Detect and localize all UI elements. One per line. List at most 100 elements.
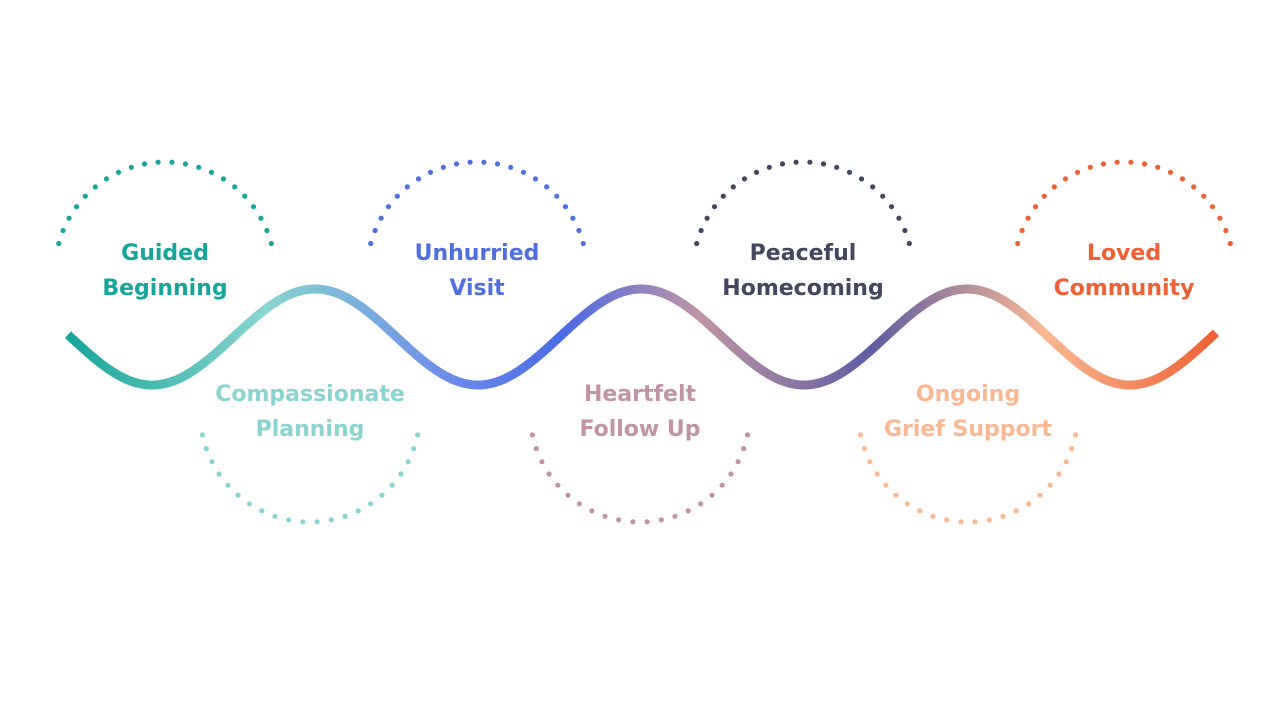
ring-dot bbox=[128, 164, 134, 170]
ring-dot bbox=[1179, 176, 1186, 182]
ring-dot bbox=[404, 184, 410, 190]
ring-dot bbox=[314, 519, 320, 525]
ring-dot bbox=[216, 471, 222, 477]
ring-dot bbox=[92, 184, 98, 190]
ring-dot bbox=[846, 169, 853, 175]
ring-dot bbox=[644, 519, 650, 525]
ring-dot bbox=[1026, 501, 1032, 507]
ring-unhurried-visit bbox=[368, 159, 586, 247]
ring-heartfelt-follow-up bbox=[529, 432, 751, 525]
label-line: Beginning bbox=[102, 276, 227, 301]
ring-dot bbox=[630, 519, 636, 525]
ring-dot bbox=[958, 519, 964, 525]
ring-dot bbox=[698, 227, 704, 234]
ring-dot bbox=[272, 513, 278, 519]
ring-dot bbox=[544, 184, 550, 190]
ring-dot bbox=[141, 161, 148, 167]
ring-dot bbox=[554, 193, 560, 199]
ring-dot bbox=[1074, 169, 1081, 175]
ring-dot bbox=[834, 164, 840, 170]
ring-dot bbox=[1100, 161, 1107, 167]
ring-dot bbox=[355, 508, 361, 514]
ring-dot bbox=[807, 159, 813, 165]
ring-dot bbox=[1217, 215, 1223, 221]
ring-dot bbox=[704, 215, 710, 221]
ring-dot bbox=[741, 446, 747, 452]
ring-dot bbox=[1015, 240, 1021, 247]
ring-dot bbox=[415, 176, 422, 182]
ring-dot bbox=[398, 471, 404, 477]
ring-dot bbox=[1073, 432, 1079, 438]
ring-dot bbox=[602, 513, 608, 519]
ring-dot bbox=[155, 159, 161, 165]
ring-dot bbox=[576, 227, 582, 234]
ring-dot bbox=[857, 432, 864, 438]
ring-dot bbox=[300, 519, 306, 525]
ring-dot bbox=[565, 492, 571, 498]
ring-dot bbox=[555, 482, 561, 488]
ring-dot bbox=[259, 508, 265, 514]
ring-dot bbox=[1201, 193, 1207, 199]
ring-dot bbox=[870, 184, 876, 190]
ring-dot bbox=[728, 471, 734, 477]
ring-dot bbox=[753, 169, 760, 175]
ring-dot bbox=[250, 204, 257, 210]
ring-dot bbox=[972, 519, 978, 525]
label-line: Grief Support bbox=[884, 417, 1053, 442]
ring-dot bbox=[1013, 508, 1019, 514]
ring-ongoing-grief-support bbox=[857, 432, 1079, 525]
ring-dot bbox=[56, 240, 62, 247]
ring-dot bbox=[169, 159, 175, 165]
ring-dot bbox=[1223, 227, 1229, 234]
ring-dot bbox=[589, 508, 595, 514]
ring-dot bbox=[208, 169, 215, 175]
ring-dot bbox=[529, 432, 536, 438]
ring-dot bbox=[1051, 184, 1057, 190]
ring-dot bbox=[532, 176, 539, 182]
ring-dot bbox=[1191, 184, 1197, 190]
ring-dot bbox=[379, 492, 385, 498]
ring-dot bbox=[883, 482, 889, 488]
ring-dot bbox=[115, 169, 122, 175]
ring-dot bbox=[220, 176, 227, 182]
ring-dot bbox=[1227, 240, 1233, 247]
ring-dot bbox=[719, 482, 725, 488]
ring-dot bbox=[520, 169, 527, 175]
ring-dot bbox=[268, 240, 274, 247]
ring-dot bbox=[745, 432, 751, 438]
ring-dot bbox=[904, 501, 911, 507]
ring-dot bbox=[494, 161, 501, 167]
wave-line bbox=[64, 284, 1220, 390]
ring-dot bbox=[1087, 164, 1093, 170]
ring-dot bbox=[246, 501, 252, 507]
label-line: Compassionate bbox=[215, 382, 405, 407]
label-line: Unhurried bbox=[415, 241, 540, 266]
ring-guided-beginning bbox=[56, 159, 274, 247]
ring-dot bbox=[394, 193, 400, 199]
label-line: Planning bbox=[256, 417, 365, 442]
ring-dot bbox=[672, 513, 678, 519]
ring-dot bbox=[235, 492, 241, 498]
ring-dot bbox=[658, 517, 664, 523]
ring-dot bbox=[415, 432, 421, 438]
ring-dot bbox=[199, 432, 205, 438]
ring-dot bbox=[533, 446, 539, 452]
ring-dot bbox=[73, 204, 80, 210]
ring-dot bbox=[1155, 164, 1161, 170]
ring-dot bbox=[328, 517, 334, 523]
ring-dot bbox=[902, 227, 908, 234]
ring-dot bbox=[286, 517, 292, 523]
ring-dot bbox=[888, 204, 895, 210]
ring-dot bbox=[385, 204, 392, 210]
ring-dot bbox=[389, 482, 395, 488]
ring-dot bbox=[893, 492, 899, 498]
ring-dot bbox=[720, 193, 726, 199]
ring-dot bbox=[1019, 227, 1025, 234]
ring-dot bbox=[103, 176, 110, 182]
ring-dot bbox=[917, 508, 923, 514]
